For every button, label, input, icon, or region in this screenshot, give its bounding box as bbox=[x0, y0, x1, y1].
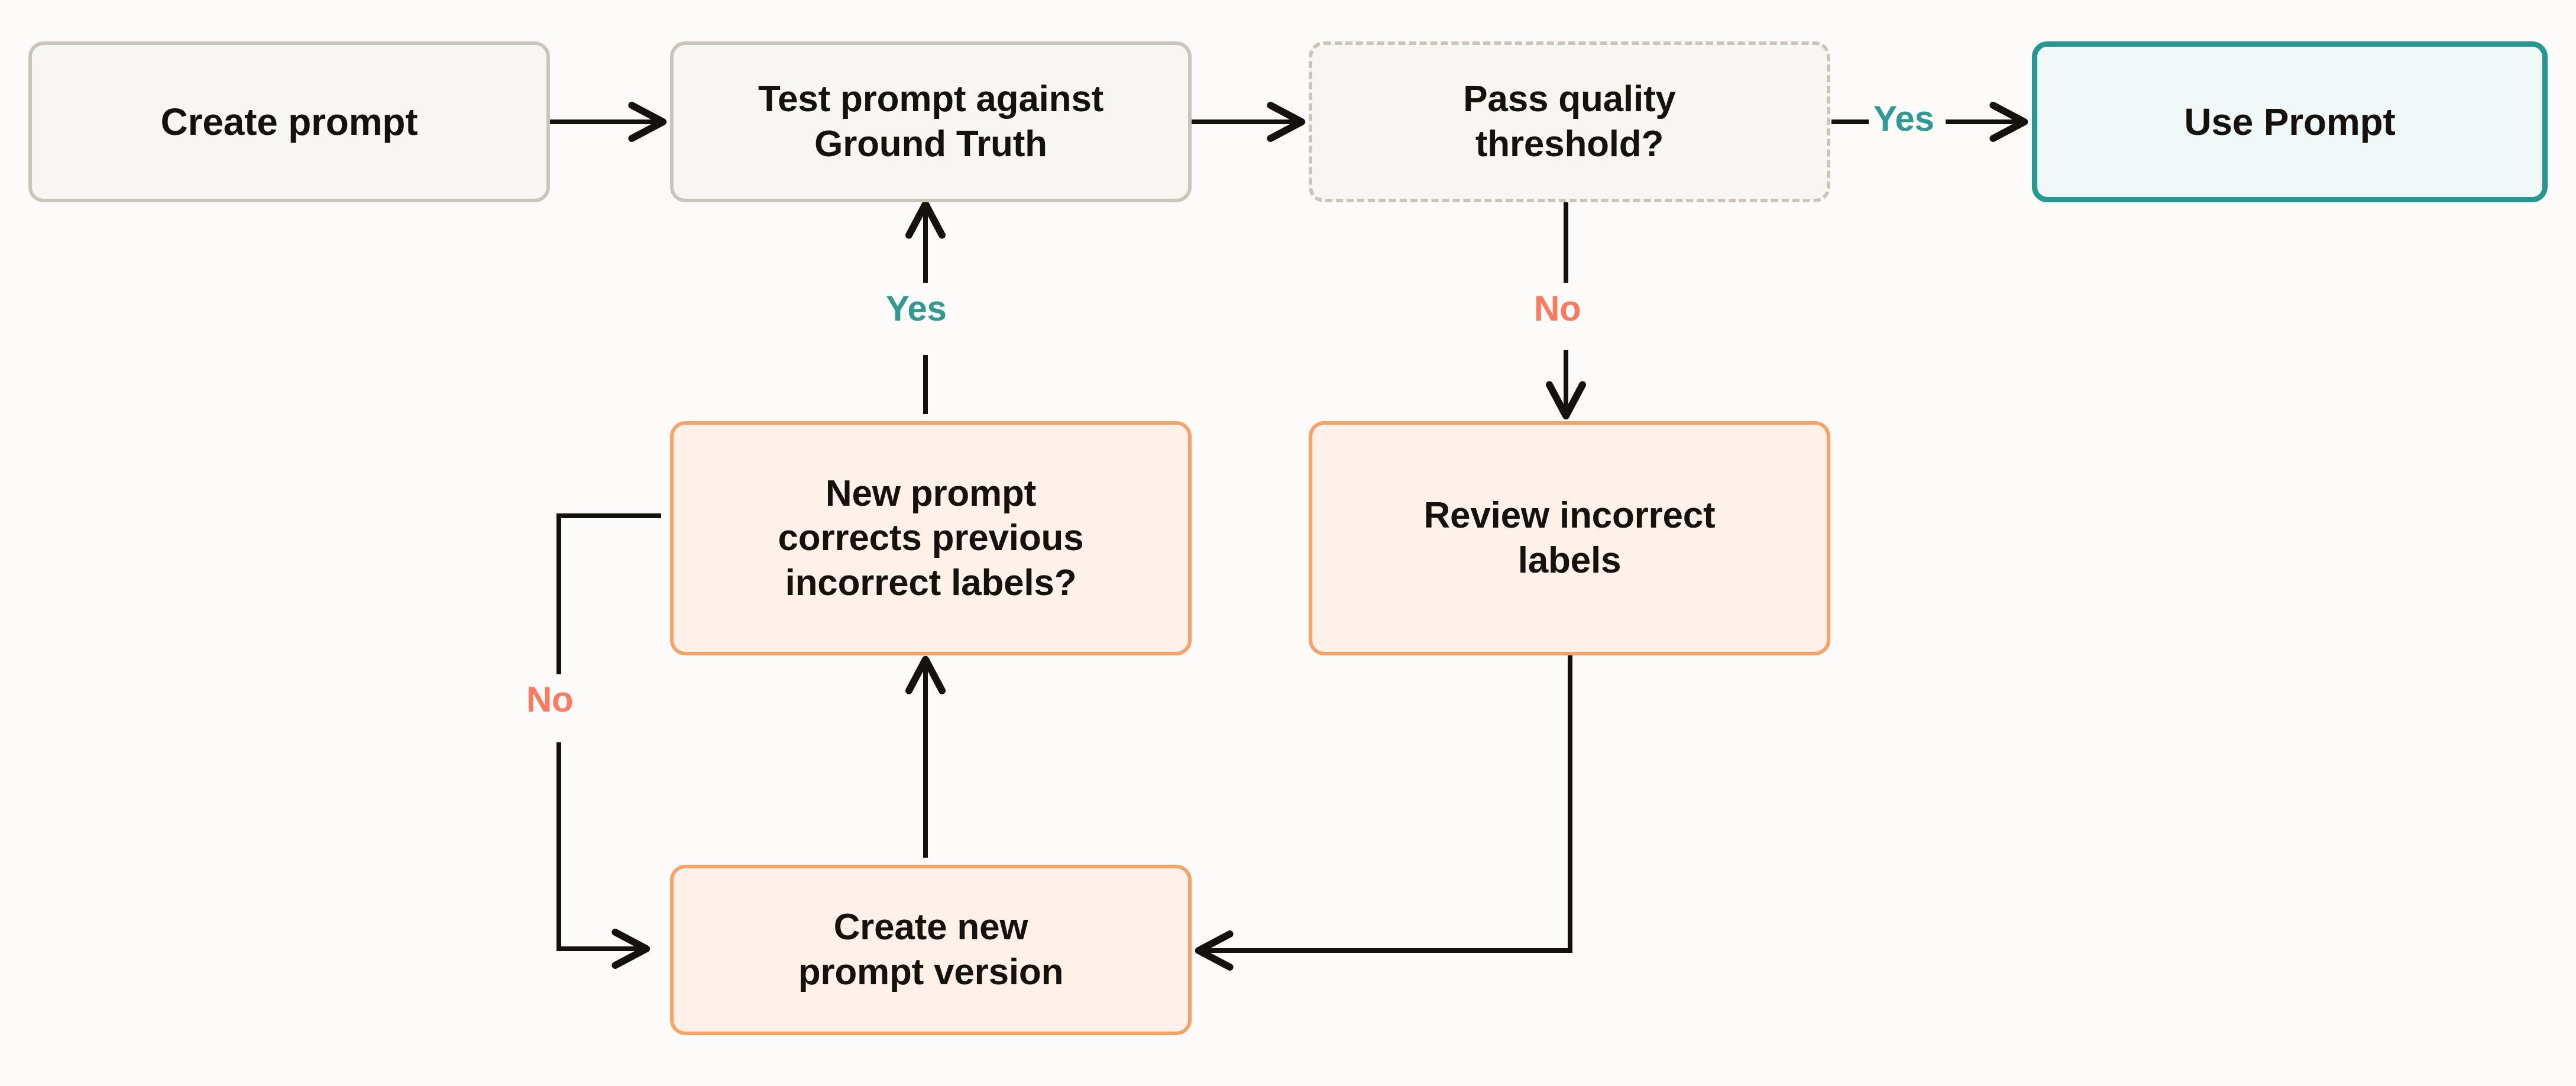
node-create-new-version-label-line2: prompt version bbox=[798, 952, 1064, 993]
node-pass-quality-label-line1: Pass quality bbox=[1463, 79, 1676, 120]
node-create-new-version-label-line1: Create new bbox=[833, 907, 1028, 948]
edge-label-no-loop-back: No bbox=[526, 680, 574, 719]
node-pass-quality-label-line2: threshold? bbox=[1475, 124, 1664, 164]
edge-review-to-createnew bbox=[1195, 654, 1572, 971]
node-test-prompt-label-line2: Ground Truth bbox=[814, 124, 1047, 164]
node-test-prompt[interactable]: Test prompt against Ground Truth bbox=[670, 41, 1192, 202]
node-create-prompt-label: Create prompt bbox=[160, 100, 418, 143]
node-test-prompt-label-line1: Test prompt against bbox=[758, 79, 1104, 120]
node-use-prompt[interactable]: Use Prompt bbox=[2032, 41, 2548, 202]
node-new-prompt-corrects-label-line1: New prompt bbox=[825, 473, 1037, 514]
edge-newprompt-to-createnew-seg2 bbox=[556, 742, 651, 969]
edge-newprompt-to-createnew-seg1 bbox=[556, 513, 661, 674]
node-create-new-prompt-version[interactable]: Create new prompt version bbox=[670, 865, 1192, 1035]
node-review-incorrect-label-line1: Review incorrect bbox=[1423, 495, 1716, 536]
node-new-prompt-corrects-label-line2: corrects previous bbox=[778, 518, 1084, 559]
node-review-incorrect-labels[interactable]: Review incorrect labels bbox=[1309, 421, 1830, 655]
node-pass-quality-threshold[interactable]: Pass quality threshold? bbox=[1309, 41, 1830, 202]
node-new-prompt-corrects-label-line3: incorrect labels? bbox=[785, 562, 1077, 603]
edge-label-yes-test-prompt: Yes bbox=[886, 289, 947, 328]
node-review-incorrect-label-line2: labels bbox=[1517, 540, 1622, 581]
node-new-prompt-corrects[interactable]: New prompt corrects previous incorrect l… bbox=[670, 421, 1192, 655]
node-use-prompt-label: Use Prompt bbox=[2184, 100, 2396, 143]
edge-label-yes-use-prompt: Yes bbox=[1873, 99, 1934, 138]
node-create-prompt[interactable]: Create prompt bbox=[28, 41, 550, 202]
edge-label-no-review-incorrect: No bbox=[1534, 289, 1581, 328]
